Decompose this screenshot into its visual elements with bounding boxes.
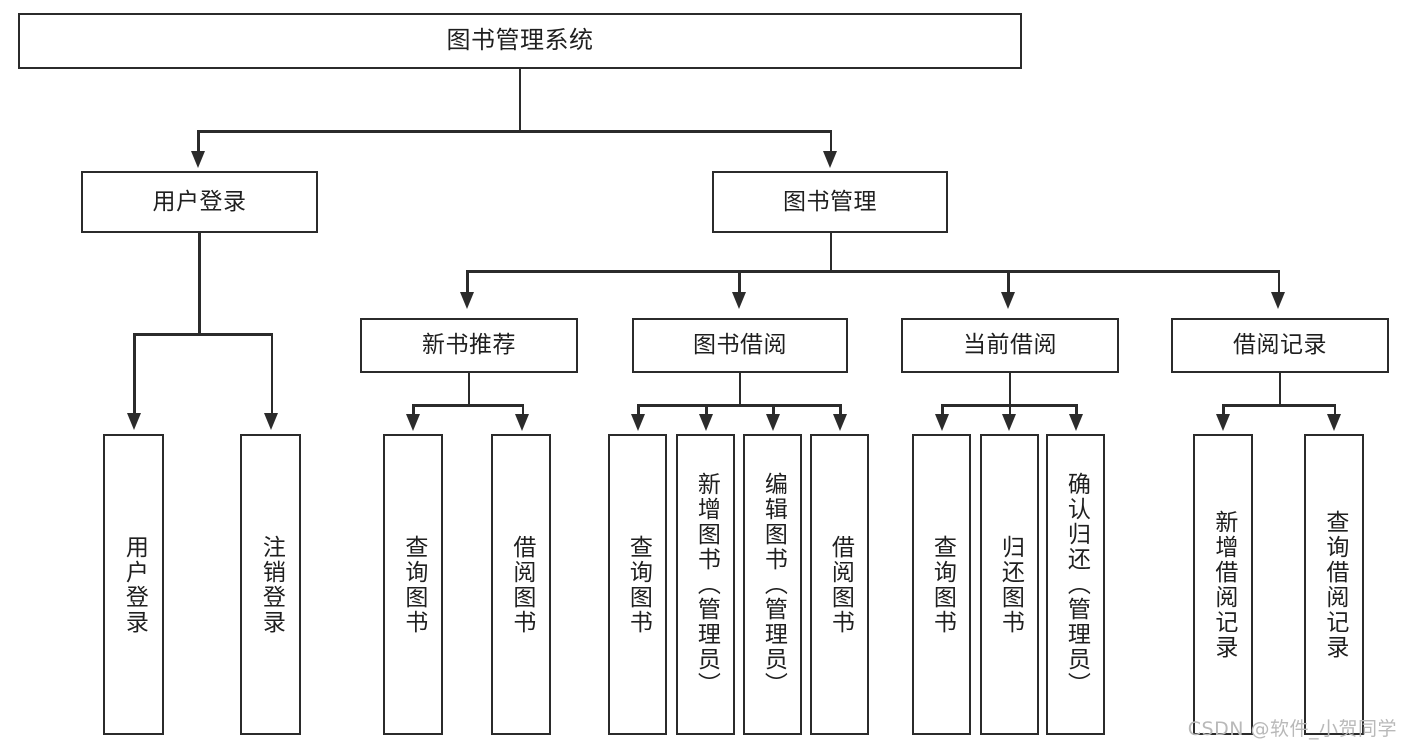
connector-drop-leaf-nbr-1 xyxy=(521,404,524,416)
node-label: 借阅图书 xyxy=(508,534,535,635)
node-label: 借阅记录 xyxy=(1233,332,1327,359)
arrowhead-level3-3 xyxy=(1271,292,1286,309)
connector-bus-user-login-leaves xyxy=(133,333,272,336)
node-label: 图书管理 xyxy=(783,188,877,215)
connector-drop-level3-2 xyxy=(1007,270,1010,294)
connector-drop-leaf-user-login-1 xyxy=(270,333,273,415)
connector-drop-leaf-br-1 xyxy=(1333,404,1336,416)
connector-root-stem xyxy=(518,69,522,131)
arrowhead-leaf-br-0 xyxy=(1215,414,1230,431)
leaf-new-book-recommend-0[interactable]: 查询图书 xyxy=(383,434,443,735)
node-current-borrow[interactable]: 当前借阅 xyxy=(901,318,1119,373)
leaf-current-borrow-1[interactable]: 归还图书 xyxy=(980,434,1039,735)
arrowhead-leaf-bb-1 xyxy=(698,414,713,431)
connector-drop-level3-3 xyxy=(1277,270,1280,294)
node-borrow-record[interactable]: 借阅记录 xyxy=(1171,318,1389,373)
node-label: 当前借阅 xyxy=(963,332,1057,359)
node-label: 新增图书（管理员） xyxy=(693,472,720,697)
connector-drop-leaf-nbr-0 xyxy=(412,404,415,416)
connector-drop-leaf-br-0 xyxy=(1222,404,1225,416)
connector-new-book-recommend-stem xyxy=(467,373,470,405)
connector-book-borrow-stem xyxy=(738,373,741,405)
node-root-book-management-system[interactable]: 图书管理系统 xyxy=(18,13,1022,69)
connector-drop-leaf-cb-0 xyxy=(941,404,944,416)
connector-drop-user-login xyxy=(197,130,200,153)
node-book-borrow[interactable]: 图书借阅 xyxy=(632,318,848,373)
arrowhead-leaf-nbr-0 xyxy=(405,414,420,431)
leaf-new-book-recommend-1[interactable]: 借阅图书 xyxy=(491,434,551,735)
connector-bus-book-borrow xyxy=(637,404,841,407)
connector-current-borrow-stem xyxy=(1008,373,1011,405)
leaf-book-borrow-1[interactable]: 新增图书（管理员） xyxy=(676,434,735,735)
node-label: 查询借阅记录 xyxy=(1321,509,1348,660)
connector-drop-leaf-cb-2 xyxy=(1075,404,1078,416)
leaf-book-borrow-0[interactable]: 查询图书 xyxy=(608,434,667,735)
connector-drop-leaf-bb-1 xyxy=(705,404,708,416)
connector-bus-level2 xyxy=(197,130,832,133)
arrowhead-book-management xyxy=(823,151,838,168)
node-user-login[interactable]: 用户登录 xyxy=(81,171,318,233)
arrowhead-leaf-cb-1 xyxy=(1002,414,1017,431)
connector-drop-leaf-bb-3 xyxy=(839,404,842,416)
leaf-borrow-record-0[interactable]: 新增借阅记录 xyxy=(1193,434,1253,735)
connector-drop-level3-1 xyxy=(738,270,741,294)
node-label: 用户登录 xyxy=(121,534,148,635)
leaf-borrow-record-1[interactable]: 查询借阅记录 xyxy=(1304,434,1364,735)
leaf-user-login-1[interactable]: 注销登录 xyxy=(240,434,301,735)
node-label: 查询图书 xyxy=(625,534,652,635)
node-book-management[interactable]: 图书管理 xyxy=(712,171,948,233)
leaf-book-borrow-3[interactable]: 借阅图书 xyxy=(810,434,869,735)
node-label: 图书管理系统 xyxy=(446,26,594,55)
arrowhead-leaf-user-login-1 xyxy=(264,413,279,430)
arrowhead-level3-1 xyxy=(731,292,746,309)
connector-drop-leaf-bb-2 xyxy=(772,404,775,416)
node-label: 新书推荐 xyxy=(422,332,516,359)
connector-bus-level3 xyxy=(466,270,1280,273)
node-label: 归还图书 xyxy=(997,534,1024,635)
node-label: 查询图书 xyxy=(929,534,956,635)
node-label: 借阅图书 xyxy=(827,534,854,635)
connector-drop-leaf-user-login-0 xyxy=(133,333,136,415)
connector-book-management-stem xyxy=(829,233,832,271)
connector-drop-leaf-cb-1 xyxy=(1008,404,1011,416)
connector-user-login-stem xyxy=(198,233,201,334)
leaf-current-borrow-2[interactable]: 确认归还（管理员） xyxy=(1046,434,1105,735)
connector-drop-leaf-bb-0 xyxy=(637,404,640,416)
node-new-book-recommend[interactable]: 新书推荐 xyxy=(360,318,578,373)
leaf-book-borrow-2[interactable]: 编辑图书（管理员） xyxy=(743,434,802,735)
arrowhead-leaf-bb-0 xyxy=(630,414,645,431)
node-label: 编辑图书（管理员） xyxy=(760,472,787,697)
arrowhead-leaf-nbr-1 xyxy=(515,414,530,431)
arrowhead-leaf-cb-0 xyxy=(934,414,949,431)
node-label: 确认归还（管理员） xyxy=(1063,472,1090,697)
node-label: 查询图书 xyxy=(400,534,427,635)
node-label: 图书借阅 xyxy=(693,332,787,359)
arrowhead-user-login xyxy=(190,151,205,168)
node-label: 新增借阅记录 xyxy=(1210,509,1237,660)
arrowhead-leaf-cb-2 xyxy=(1068,414,1083,431)
connector-bus-borrow-record xyxy=(1222,404,1336,407)
connector-bus-new-book-recommend xyxy=(412,404,524,407)
arrowhead-level3-0 xyxy=(459,292,474,309)
arrowhead-leaf-user-login-0 xyxy=(126,413,141,430)
node-label: 注销登录 xyxy=(258,534,285,635)
arrowhead-leaf-bb-3 xyxy=(832,414,847,431)
arrowhead-leaf-bb-2 xyxy=(765,414,780,431)
arrowhead-leaf-br-1 xyxy=(1327,414,1342,431)
leaf-user-login-0[interactable]: 用户登录 xyxy=(103,434,164,735)
arrowhead-level3-2 xyxy=(1000,292,1015,309)
leaf-current-borrow-0[interactable]: 查询图书 xyxy=(912,434,971,735)
node-label: 用户登录 xyxy=(152,188,247,215)
connector-drop-level3-0 xyxy=(466,270,469,294)
connector-borrow-record-stem xyxy=(1278,373,1281,405)
connector-drop-book-management xyxy=(829,130,832,153)
